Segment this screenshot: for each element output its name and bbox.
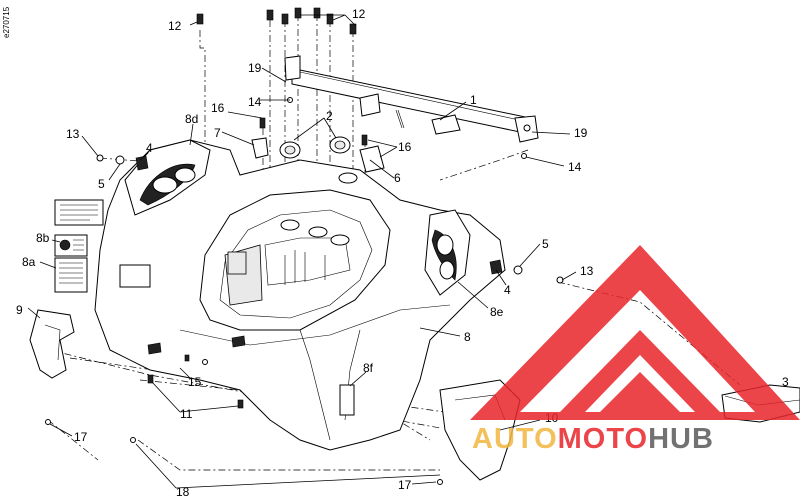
screw xyxy=(326,13,334,25)
callouts: 12 12 19 14 1 16 2 19 7 16 14 6 8d 13 4 … xyxy=(16,7,789,499)
screw xyxy=(349,23,357,35)
callout-11: 11 xyxy=(180,407,193,421)
callout-8f: 8f xyxy=(363,361,374,375)
callout-9: 9 xyxy=(16,303,23,317)
watermark-triangle xyxy=(470,245,800,420)
callout-16: 16 xyxy=(398,140,412,154)
callout-8d: 8d xyxy=(185,112,198,126)
callout-14: 14 xyxy=(568,160,582,174)
callout-18: 18 xyxy=(176,485,190,499)
callout-7: 7 xyxy=(214,126,221,140)
callout-4: 4 xyxy=(146,141,153,155)
callout-3: 3 xyxy=(782,375,789,389)
fasteners xyxy=(45,7,564,485)
leader-lines xyxy=(27,14,577,489)
callout-19: 19 xyxy=(248,61,262,75)
callout-8e: 8e xyxy=(490,305,504,319)
watermark-hub: HUB xyxy=(648,423,714,455)
callout-6: 6 xyxy=(394,171,401,185)
screw xyxy=(313,7,321,19)
callout-14: 14 xyxy=(248,95,262,109)
callout-15: 15 xyxy=(188,375,202,389)
callout-13: 13 xyxy=(580,264,594,278)
front-body xyxy=(94,139,506,451)
decal-labels xyxy=(54,199,104,293)
watermark-auto: AUTO xyxy=(472,423,558,455)
watermark-text: AUTOMOTOHUB xyxy=(472,423,714,455)
callout-16: 16 xyxy=(211,101,225,115)
callout-8b: 8b xyxy=(36,231,50,245)
rear-cross-bar xyxy=(284,55,539,143)
screw xyxy=(294,7,302,19)
document-id: e270715 xyxy=(2,6,11,38)
callout-13: 13 xyxy=(66,127,80,141)
callout-12: 12 xyxy=(352,7,366,21)
right-headlight xyxy=(424,209,471,296)
callout-4: 4 xyxy=(504,283,511,297)
callout-1: 1 xyxy=(470,93,477,107)
watermark-moto: MOTO xyxy=(558,423,648,455)
callout-5: 5 xyxy=(98,177,105,191)
screw xyxy=(196,13,204,25)
callout-5: 5 xyxy=(542,237,549,251)
watermark-logo: AUTOMOTOHUB xyxy=(470,245,800,455)
callout-8: 8 xyxy=(464,330,471,344)
callout-17: 17 xyxy=(398,478,412,492)
grommets xyxy=(279,136,351,159)
callout-17: 17 xyxy=(74,430,88,444)
screw xyxy=(281,13,289,25)
callout-8a: 8a xyxy=(22,255,36,269)
screw xyxy=(266,9,274,21)
left-side-panel xyxy=(29,309,75,379)
callout-2: 2 xyxy=(326,109,333,123)
callout-19: 19 xyxy=(574,126,588,140)
callout-12: 12 xyxy=(168,19,182,33)
